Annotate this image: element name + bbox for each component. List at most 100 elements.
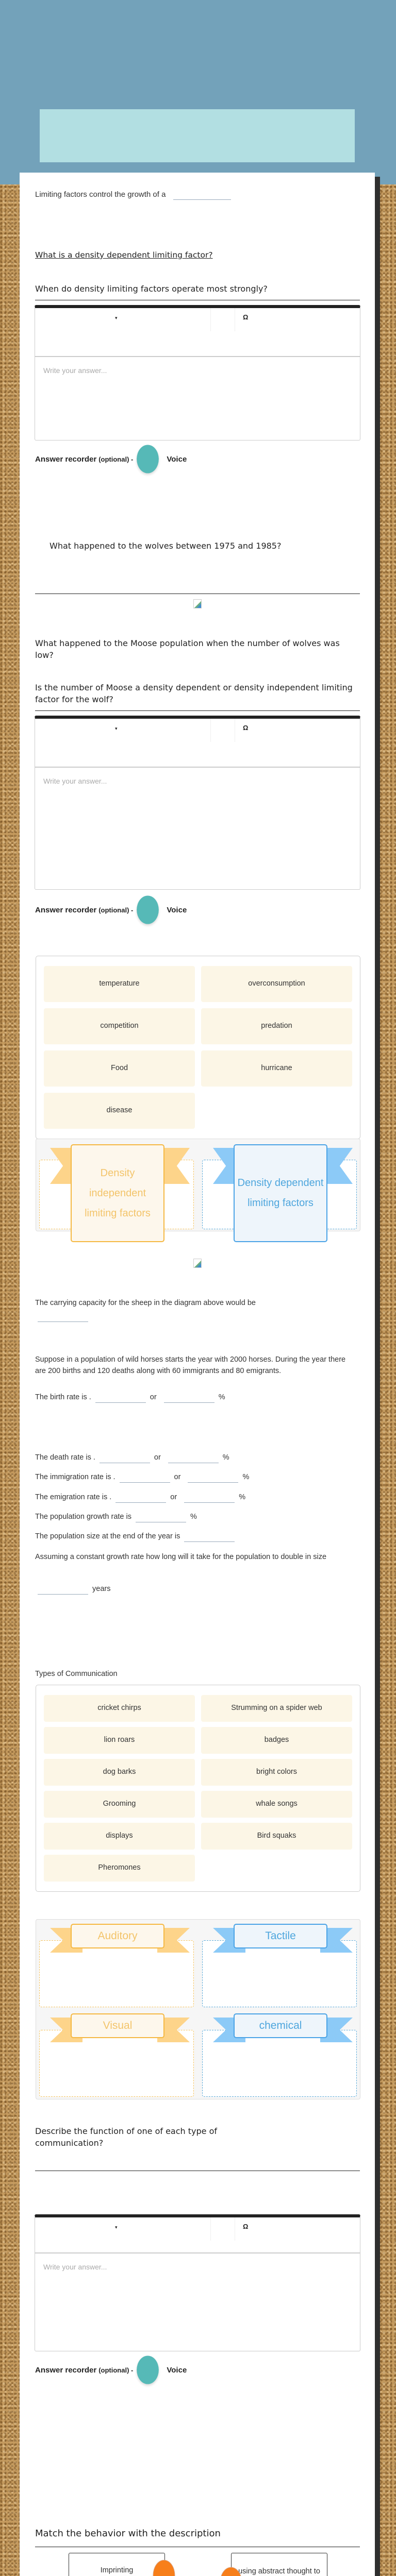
immigration-rate-percent-input[interactable] [188, 1475, 239, 1483]
draggable-item[interactable]: overconsumption [201, 966, 352, 1002]
percent-label: % [242, 1473, 250, 1481]
answer-recorder: Answer recorder (optional) - Voice [35, 2355, 187, 2384]
density-dependent-link[interactable]: What is a density dependent limiting fac… [35, 250, 213, 260]
carrying-capacity-input[interactable] [38, 1314, 88, 1322]
recorder-optional: (optional) - [98, 2366, 134, 2374]
draggable-item[interactable]: Bird squaks [201, 1823, 352, 1850]
growth-rate-input[interactable] [136, 1514, 186, 1522]
emigration-rate-line: The emigration rate is . or% [35, 1493, 245, 1503]
death-rate-decimal-input[interactable] [99, 1455, 150, 1463]
death-rate-label: The death rate is . [35, 1453, 95, 1462]
draggable-item[interactable]: bright colors [201, 1759, 352, 1786]
draggable-item[interactable]: lion roars [44, 1727, 195, 1754]
communication-title: Types of Communication [35, 1670, 118, 1678]
draggable-item[interactable]: predation [201, 1008, 352, 1044]
emigration-rate-decimal-input[interactable] [116, 1495, 167, 1503]
rich-text-editor: ▾ Ω Write your answer... [35, 2214, 360, 2351]
special-characters-icon[interactable]: Ω [243, 313, 249, 321]
worksheet-card [20, 173, 375, 2576]
answer-placeholder: Write your answer... [43, 2263, 107, 2271]
immigration-rate-decimal-input[interactable] [119, 1475, 170, 1483]
match-left-item[interactable]: Imprinting [69, 2553, 165, 2576]
special-characters-icon[interactable]: Ω [243, 2223, 249, 2230]
years-label: years [92, 1585, 111, 1593]
rich-text-editor: ▾ Ω Write your answer... [35, 305, 360, 440]
recorder-label: Answer recorder [35, 905, 97, 914]
match-behavior-title: Match the behavior with the description [35, 2528, 221, 2539]
recorder-label: Answer recorder [35, 2365, 97, 2375]
category-chemical: chemical [199, 2009, 357, 2099]
draggable-item[interactable]: dog barks [44, 1759, 195, 1786]
draggable-item[interactable]: whale songs [201, 1791, 352, 1818]
recorder-voice-label: Voice [167, 2365, 187, 2375]
editor-toolbar: ▾ Ω [35, 719, 360, 768]
communication-items: cricket chirps Strumming on a spider web… [36, 1685, 360, 1892]
death-rate-line: The death rate is . or% [35, 1453, 229, 1463]
answer-textarea[interactable]: Write your answer... [35, 2253, 360, 2350]
category-tactile: Tactile [199, 1920, 357, 2010]
population-size-input[interactable] [184, 1534, 235, 1542]
immigration-rate-line: The immigration rate is . or% [35, 1472, 249, 1483]
doubling-question: Assuming a constant growth rate how long… [35, 1553, 327, 1561]
fill-blank-input[interactable] [173, 192, 231, 200]
immigration-rate-label: The immigration rate is . [35, 1473, 116, 1481]
category-label: Density independent limiting factors [71, 1144, 164, 1242]
answer-textarea[interactable]: Write your answer... [35, 768, 360, 889]
or-label: or [150, 1393, 157, 1401]
or-label: or [170, 1493, 177, 1501]
draggable-item[interactable]: Strumming on a spider web [201, 1695, 352, 1722]
birth-rate-percent-input[interactable] [163, 1395, 214, 1403]
editor-toolbar: ▾ Ω [35, 308, 360, 357]
recorder-label: Answer recorder [35, 454, 97, 464]
draggable-item[interactable]: cricket chirps [44, 1695, 195, 1722]
match-right-item[interactable]: using abstract thought to solve a proble… [231, 2553, 327, 2576]
category-label: chemical [234, 2013, 327, 2038]
answer-placeholder: Write your answer... [43, 366, 107, 375]
draggable-item[interactable]: Pheromones [44, 1855, 195, 1882]
divider [35, 710, 360, 711]
percent-label: % [190, 1513, 197, 1521]
recorder-voice-label: Voice [167, 454, 187, 464]
draggable-item[interactable]: displays [44, 1823, 195, 1850]
communication-categories: Auditory Tactile Visual chemical [36, 1919, 360, 2099]
emigration-rate-percent-input[interactable] [184, 1495, 235, 1503]
record-button[interactable] [137, 895, 159, 924]
population-size-label: The population size at the end of the ye… [35, 1532, 180, 1540]
question-prompt: Describe the function of one of each typ… [35, 2126, 217, 2148]
record-button[interactable] [137, 2355, 159, 2384]
worksheet-title-box [40, 109, 355, 162]
category-label: Tactile [234, 1924, 327, 1948]
draggable-item[interactable]: temperature [44, 966, 195, 1002]
format-dropdown-caret-icon[interactable]: ▾ [115, 726, 118, 731]
draggable-item[interactable]: disease [44, 1093, 195, 1129]
editor-toolbar: ▾ Ω [35, 2217, 360, 2253]
death-rate-percent-input[interactable] [168, 1455, 219, 1463]
draggable-item[interactable]: hurricane [201, 1050, 352, 1087]
fill-limiting-factors: Limiting factors control the growth of a [35, 190, 235, 200]
draggable-item[interactable]: Grooming [44, 1791, 195, 1818]
draggable-item[interactable]: competition [44, 1008, 195, 1044]
category-visual: Visual [36, 2009, 194, 2099]
doubling-years-input[interactable] [38, 1586, 88, 1595]
recorder-optional: (optional) - [98, 906, 134, 914]
fill-text: Limiting factors control the growth of a [35, 190, 166, 199]
or-label: or [154, 1453, 161, 1462]
answer-recorder: Answer recorder (optional) - Voice [35, 895, 187, 924]
format-dropdown-caret-icon[interactable]: ▾ [115, 2225, 118, 2230]
horses-intro: Suppose in a population of wild horses s… [35, 1355, 346, 1376]
birth-rate-decimal-input[interactable] [95, 1395, 146, 1403]
draggable-item[interactable]: badges [201, 1727, 352, 1754]
format-dropdown-caret-icon[interactable]: ▾ [115, 315, 118, 320]
category-label: Visual [71, 2013, 164, 2038]
limiting-factor-categories: Density independent limiting factors Den… [36, 1139, 360, 1242]
percent-label: % [239, 1493, 246, 1501]
moose-question: What happened to the Moose population wh… [35, 638, 340, 660]
growth-rate-label: The population growth rate is [35, 1513, 131, 1521]
draggable-item[interactable]: Food [44, 1050, 195, 1087]
or-label: or [174, 1473, 181, 1481]
emigration-rate-label: The emigration rate is . [35, 1493, 112, 1501]
record-button[interactable] [137, 445, 159, 473]
answer-textarea[interactable]: Write your answer... [35, 357, 360, 439]
percent-label: % [222, 1453, 229, 1462]
special-characters-icon[interactable]: Ω [243, 724, 249, 732]
